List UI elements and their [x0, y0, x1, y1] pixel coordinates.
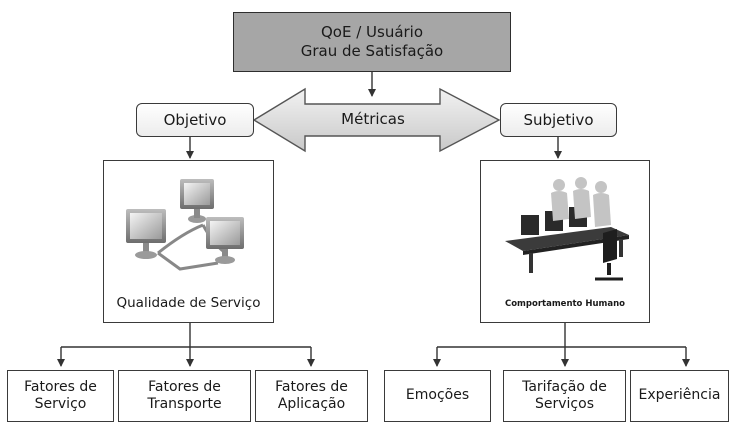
networked-computers-icon [126, 179, 244, 271]
people-at-computers-icon [505, 177, 629, 281]
qoe-root-box: QoE / Usuário Grau de Satisfação [233, 12, 511, 72]
objective-label: Objetivo [163, 110, 227, 129]
factor-pricing-line1: Tarifação de [522, 378, 607, 395]
factor-box-pricing: Tarifação de Serviços [503, 370, 626, 422]
human-behavior-panel-label: Comportamento Humano [504, 299, 626, 310]
factor-box-emotions: Emoções [384, 370, 491, 422]
factor-emotions-line1: Emoções [405, 387, 470, 404]
human-behavior-panel: Comportamento Humano [480, 160, 650, 323]
factor-transport-line2: Transporte [147, 396, 222, 412]
factor-transport-line1: Fatores de [148, 378, 221, 395]
qos-panel-label: Qualidade de Serviço [116, 295, 261, 312]
subjective-label: Subjetivo [523, 110, 594, 129]
factor-box-service: Fatores de Serviço [7, 370, 114, 422]
factor-box-application: Fatores de Aplicação [255, 370, 368, 422]
subjective-box: Subjetivo [500, 103, 617, 137]
subjective-branches [433, 323, 690, 367]
qos-panel: Qualidade de Serviço [103, 160, 274, 323]
factor-box-transport: Fatores de Transporte [118, 370, 251, 422]
qoe-root-subtitle: Grau de Satisfação [300, 42, 444, 60]
factor-service-line2: Serviço [34, 396, 87, 412]
factor-application-line2: Aplicação [277, 396, 346, 412]
factor-application-line1: Fatores de [275, 378, 348, 395]
factor-service-line1: Fatores de [24, 378, 97, 395]
objective-branches [57, 323, 315, 367]
metrics-label: Métricas [341, 110, 405, 128]
factor-experience-line1: Experiência [638, 387, 721, 404]
factor-box-experience: Experiência [630, 370, 729, 422]
objective-box: Objetivo [136, 103, 254, 137]
factor-pricing-line2: Serviços [535, 396, 594, 412]
metrics-double-arrow [252, 87, 501, 153]
qoe-root-title: QoE / Usuário [320, 23, 424, 42]
